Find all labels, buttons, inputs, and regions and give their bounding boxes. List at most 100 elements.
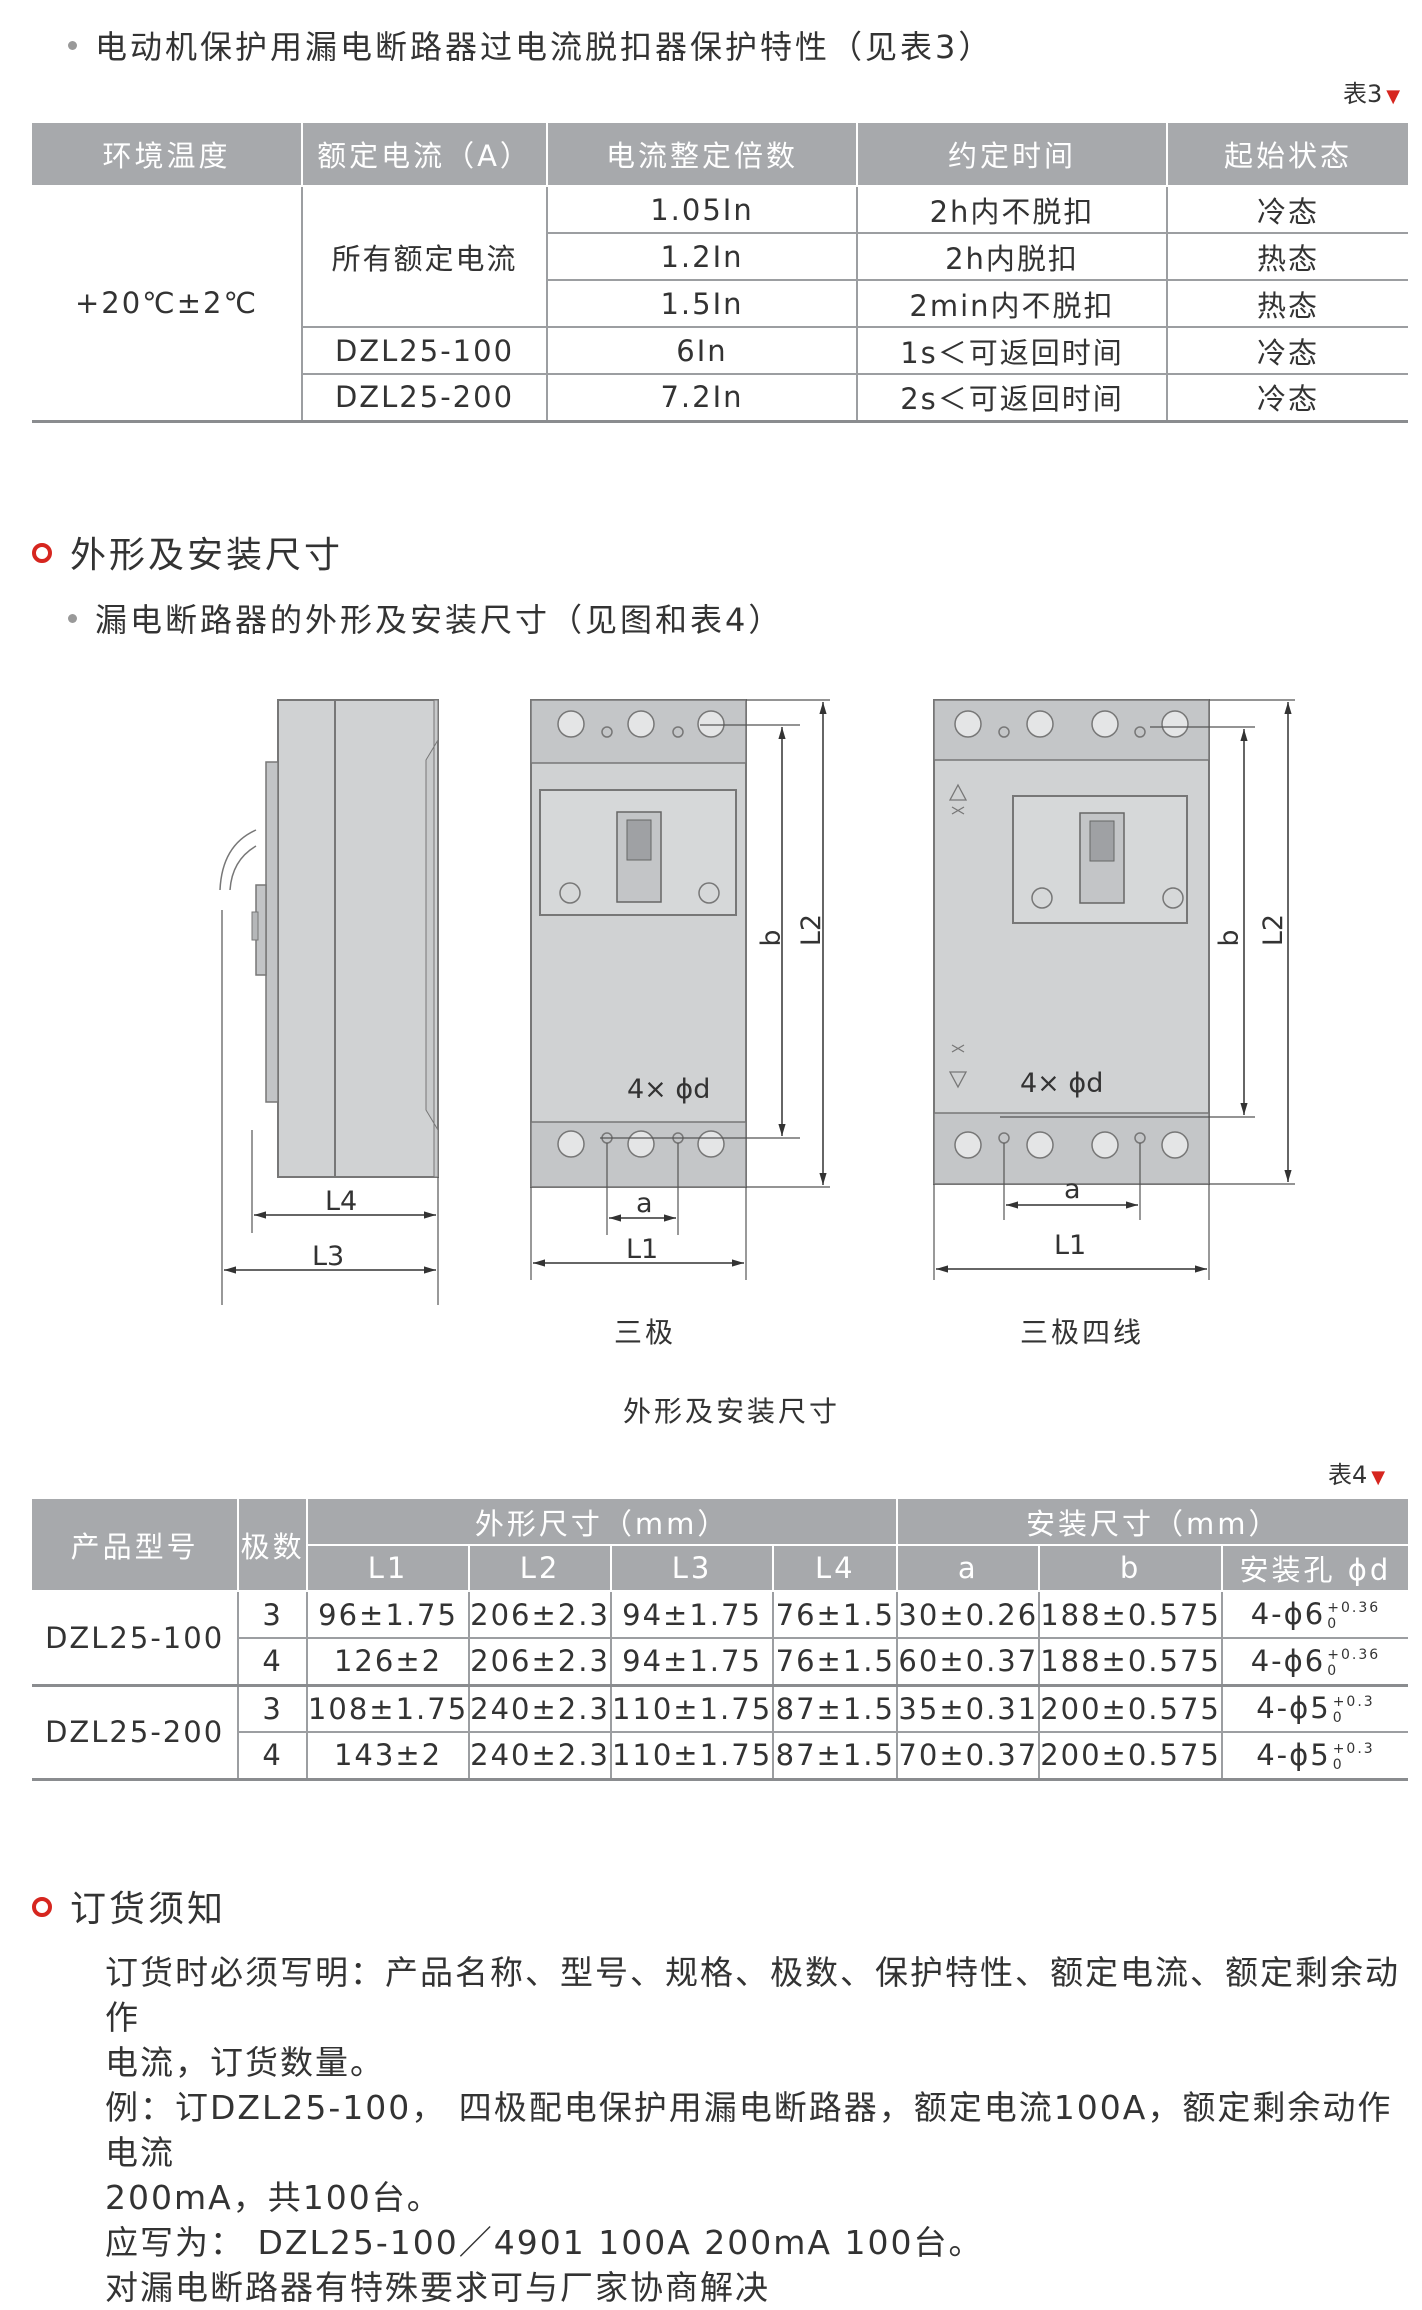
- table4-L1-cell: 143±2: [306, 1732, 471, 1781]
- dimensions-subheading: 漏电断路器的外形及安装尺寸（见图和表4）: [68, 595, 783, 641]
- table4-header-poles: 极数: [238, 1499, 308, 1592]
- table4-poles-cell: 3: [238, 1591, 308, 1639]
- down-arrow-icon: ▼: [1371, 1467, 1386, 1488]
- table3-header-temp: 环境温度: [32, 123, 303, 187]
- hole-spec: 4-ϕ6: [1250, 1597, 1326, 1631]
- table3-multiple-cell: 1.05In: [547, 186, 858, 234]
- dim-label-b-four-wire: b: [1214, 929, 1245, 946]
- table4-header-b: b: [1039, 1545, 1223, 1592]
- table-row: 1.5In 2min内不脱扣 热态: [32, 280, 1408, 328]
- table4-header-L2: L2: [469, 1545, 612, 1592]
- table-row: 4 126±2 206±2.3 94±1.75 76±1.5 60±0.37 1…: [32, 1638, 1408, 1687]
- table-row: +20℃±2℃ 所有额定电流 1.05In 2h内不脱扣 冷态: [32, 186, 1408, 423]
- table3-state-cell: 热态: [1167, 280, 1408, 328]
- table-row: 4 143±2 240±2.3 110±1.75 87±1.5 70±0.37 …: [32, 1732, 1408, 1781]
- table3-header-multiple: 电流整定倍数: [547, 123, 858, 187]
- table3-time-cell: 2h内不脱扣: [857, 186, 1168, 234]
- table3-time-cell: 2min内不脱扣: [857, 280, 1168, 328]
- table3-time-cell: 2h内脱扣: [857, 233, 1168, 281]
- dim-label-L2: L2: [796, 914, 827, 946]
- section-ring-icon: [32, 543, 52, 563]
- table4-header-a: a: [897, 1545, 1041, 1592]
- table4-L3-cell: 94±1.75: [610, 1638, 775, 1687]
- hole-spec: 4-ϕ5: [1256, 1691, 1331, 1726]
- table4-b-cell: 200±0.575: [1039, 1685, 1223, 1733]
- table4-poles-cell: 4: [238, 1732, 308, 1781]
- bullet-dot-icon: [68, 613, 77, 623]
- table3-header-row: 环境温度 额定电流（A） 电流整定倍数 约定时间 起始状态: [32, 123, 1408, 187]
- table4-model-cell: DZL25-100: [32, 1591, 240, 1687]
- table4-L4-cell: 76±1.5: [773, 1591, 899, 1639]
- table4-model-cell: DZL25-200: [32, 1685, 240, 1781]
- dim-label-L3: L3: [312, 1241, 344, 1272]
- table4-L3-cell: 94±1.75: [610, 1591, 775, 1639]
- table3-state-cell: 热态: [1167, 233, 1408, 281]
- dim-label-b: b: [756, 929, 787, 946]
- table4-poles-cell: 3: [238, 1685, 308, 1733]
- table4-header-install: 安装尺寸（mm）: [897, 1499, 1408, 1546]
- table3-heading: 电动机保护用漏电断路器过电流脱扣器保护特性（见表3）: [68, 22, 993, 68]
- table-row: DZL25-100 3 96±1.75 206±2.3 94±1.75 76±1…: [32, 1591, 1408, 1687]
- table-row: DZL25-200 7.2In 2s＜可返回时间 冷态: [32, 374, 1408, 423]
- dim-label-a-four-wire: a: [1064, 1174, 1081, 1205]
- table3-state-cell: 冷态: [1167, 327, 1408, 375]
- three-pole-four-wire-front-view: [933, 699, 1295, 1280]
- table4-L4-cell: 76±1.5: [773, 1638, 899, 1687]
- table4-L1-cell: 96±1.75: [306, 1591, 471, 1639]
- table4-b-cell: 188±0.575: [1039, 1638, 1223, 1687]
- dim-label-holes: 4× ϕd: [627, 1074, 710, 1105]
- table4-L2-cell: 240±2.3: [469, 1732, 612, 1781]
- table4-L1-cell: 108±1.75: [306, 1685, 471, 1733]
- order-line: 应写为： DZL25-100／4901 100A 200mA 100台。: [105, 2223, 984, 2262]
- dimensions-section-title: 外形及安装尺寸: [32, 526, 343, 578]
- table3-temperature-cell: +20℃±2℃: [32, 186, 303, 423]
- table4-b-cell: 200±0.575: [1039, 1732, 1223, 1781]
- table4-b-cell: 188±0.575: [1039, 1591, 1223, 1639]
- hole-spec: 4-ϕ5: [1256, 1737, 1331, 1772]
- figure-caption: 外形及安装尺寸: [623, 1395, 841, 1428]
- table-row: DZL25-200 3 108±1.75 240±2.3 110±1.75 87…: [32, 1685, 1408, 1781]
- dim-label-L1: L1: [626, 1234, 658, 1265]
- table4-L2-cell: 206±2.3: [469, 1638, 612, 1687]
- dim-label-L2-four-wire: L2: [1258, 914, 1289, 946]
- table3-header-current: 额定电流（A）: [302, 123, 548, 187]
- caption-three-pole-four-wire: 三极四线: [1020, 1316, 1145, 1349]
- table3-header-state: 起始状态: [1167, 123, 1408, 187]
- order-instructions: 订货时必须写明：产品名称、型号、规格、极数、保护特性、额定电流、额定剩余动作 电…: [105, 1950, 1405, 2310]
- outline-dimension-drawing: L4 L3 L1 a 4× ϕd b L2 L1 a 4× ϕd b L2: [219, 699, 1295, 1305]
- table-row: DZL25-100 6In 1s＜可返回时间 冷态: [32, 327, 1408, 375]
- table4-header-hole: 安装孔 ϕd: [1221, 1545, 1408, 1592]
- table3-time-cell: 1s＜可返回时间: [857, 327, 1168, 375]
- table3-multiple-cell: 6In: [547, 327, 858, 375]
- three-pole-front-view: [530, 699, 830, 1280]
- table4-a-cell: 30±0.26: [897, 1591, 1041, 1639]
- table4-L2-cell: 240±2.3: [469, 1685, 612, 1733]
- bullet-dot-icon: [68, 40, 77, 50]
- table4-subheader-row: L1 L2 L3 L4 a b 安装孔 ϕd: [32, 1545, 1408, 1592]
- table4-header-outline: 外形尺寸（mm）: [306, 1499, 899, 1546]
- table4-L1-cell: 126±2: [306, 1638, 471, 1687]
- table3-multiple-cell: 7.2In: [547, 374, 858, 423]
- caption-three-pole: 三极: [614, 1316, 677, 1349]
- table3-header-time: 约定时间: [857, 123, 1168, 187]
- table3-tag: 表3▼: [1343, 80, 1401, 108]
- order-section-title: 订货须知: [32, 1880, 226, 1932]
- order-line: 订货时必须写明：产品名称、型号、规格、极数、保护特性、额定电流、额定剩余动作: [105, 1953, 1400, 2037]
- table4-a-cell: 60±0.37: [897, 1638, 1041, 1687]
- table3-all-rated-cell: 所有额定电流: [302, 186, 548, 328]
- table4-L3-cell: 110±1.75: [610, 1685, 775, 1733]
- table4-a-cell: 70±0.37: [897, 1732, 1041, 1781]
- dim-label-holes-four-wire: 4× ϕd: [1020, 1068, 1103, 1099]
- table4-L3-cell: 110±1.75: [610, 1732, 775, 1781]
- table4-poles-cell: 4: [238, 1638, 308, 1687]
- table3-state-cell: 冷态: [1167, 374, 1408, 423]
- table3-multiple-cell: 1.5In: [547, 280, 858, 328]
